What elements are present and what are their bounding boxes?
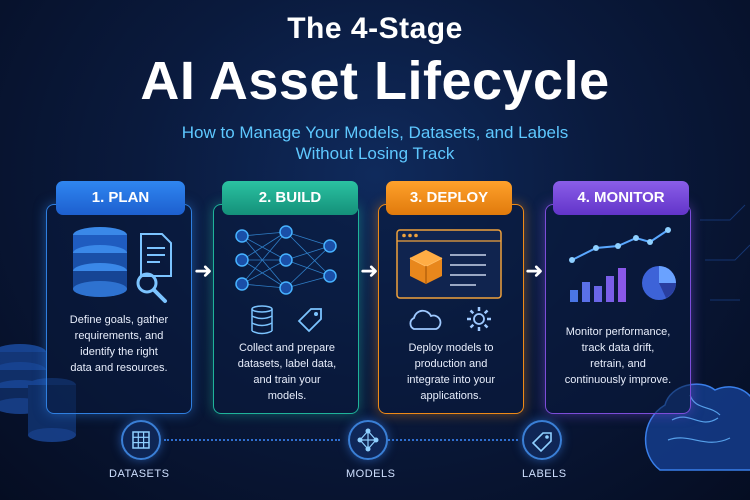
tag-icon [297,308,322,333]
desc-line: data and resources. [70,362,168,374]
stage-description-monitor: Monitor performance, track data drift, r… [550,324,686,388]
box-icon [409,250,443,284]
stage-label-build: 2. BUILD [222,181,358,215]
subtitle-line2: Without Losing Track [295,144,455,163]
desc-line: production and [414,358,488,370]
stage-label-plan: 1. PLAN [56,181,185,215]
document-icon [140,233,172,277]
stage-label-deploy: 3. DEPLOY [386,181,512,215]
labels-circle [522,420,562,460]
page-title-line2: AI Asset Lifecycle [140,51,610,111]
subtitle-line1: How to Manage Your Models, Datasets, and… [181,123,569,142]
stage-description-plan: Define goals, gather requirements, and i… [52,312,186,376]
arrow-right-icon: ➜ [194,258,213,283]
desc-line: continuously improve. [564,374,672,386]
desc-line: Deploy models to [408,342,494,354]
models-circle [348,420,388,460]
datasets-label: DATASETS [109,468,170,480]
network-icon [357,428,379,452]
stage-description-deploy: Deploy models to production and integrat… [383,340,519,404]
desc-line: requirements, and [74,330,164,342]
database-icon [251,305,273,335]
desc-line: integrate into your [406,374,496,386]
page-title-line1: The 4-Stage [287,12,463,45]
desc-line: Collect and prepare [238,342,335,354]
database-icon [73,227,127,297]
stage-card-monitor [545,204,691,414]
cloud-icon [409,309,442,330]
desc-line: applications. [420,390,482,402]
arrow-right-icon: ➜ [360,258,379,283]
desc-line: datasets, label data, [237,358,337,370]
page-subtitle: How to Manage Your Models, Datasets, and… [0,122,750,164]
grid-icon [132,431,150,449]
desc-line: track data drift, [581,342,655,354]
gear-icon [467,307,491,331]
line-chart-icon [569,227,671,263]
arrow-right-icon: ➜ [525,258,544,283]
models-label: MODELS [346,468,396,480]
stage-label-monitor: 4. MONITOR [553,181,689,215]
neural-network-icon [235,225,337,295]
desc-line: Define goals, gather [69,314,169,326]
desc-line: identify the right [80,346,158,358]
labels-label: LABELS [522,468,567,480]
magnifier-icon [136,272,167,303]
tag-icon [531,432,552,453]
desc-line: models. [267,390,307,402]
desc-line: and train your [253,374,321,386]
stage-description-build: Collect and prepare datasets, label data… [218,340,356,404]
desc-line: retrain, and [590,358,646,370]
connector-line [388,439,518,441]
datasets-circle [121,420,161,460]
bar-chart-icon [570,268,626,302]
pie-chart-icon [642,266,676,300]
connector-line [164,439,340,441]
desc-line: Monitor performance, [565,326,671,338]
